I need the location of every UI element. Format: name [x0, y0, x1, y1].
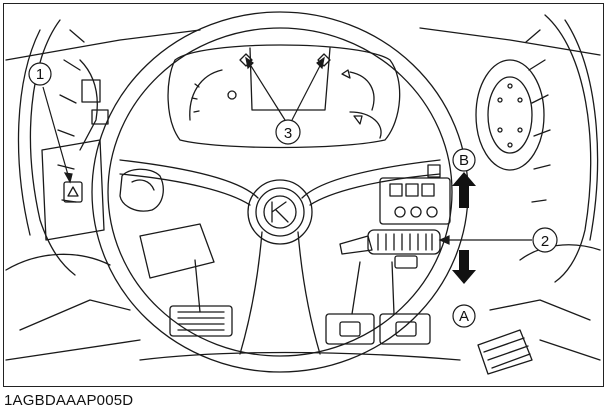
callout-circle-3: [275, 119, 301, 145]
k-logo-icon: [263, 195, 297, 229]
callout-circle-A: [452, 304, 476, 328]
callout-label-B: B: [459, 152, 469, 169]
callout-label-A: A: [459, 308, 469, 325]
shuttle-lever: [339, 229, 441, 269]
left-tire: [17, 19, 109, 276]
right-tire: [475, 14, 599, 283]
dash-background: [5, 27, 601, 331]
right-switch-panel: [379, 164, 451, 225]
hazard-switch: [63, 181, 83, 203]
arrow-up-icon: [452, 172, 476, 208]
leader-3b: [291, 57, 325, 121]
brake-pedal-left: [325, 261, 375, 345]
figure-caption: 1AGBDAAAP005D: [4, 392, 134, 409]
floor: [5, 339, 601, 361]
leader-3a: [245, 57, 286, 121]
callout-circle-2: [532, 227, 558, 253]
callout-circle-1: [28, 62, 52, 86]
leader-1: [42, 86, 71, 183]
callout-label-3: 3: [284, 125, 292, 142]
left-pedal: [169, 259, 233, 337]
callout-label-2: 2: [541, 233, 549, 250]
throttle-pedal: [477, 329, 533, 375]
callout-circle-B: [452, 148, 476, 172]
left-control-panel: [41, 139, 105, 241]
figure-frame: [3, 3, 604, 387]
brake-pedal-right: [379, 261, 431, 345]
callout-label-1: 1: [36, 66, 44, 83]
instrument-cluster: [167, 44, 401, 149]
left-stalk: [119, 168, 215, 279]
arrow-down-icon: [452, 250, 476, 284]
steering-wheel-icon: [91, 11, 469, 373]
